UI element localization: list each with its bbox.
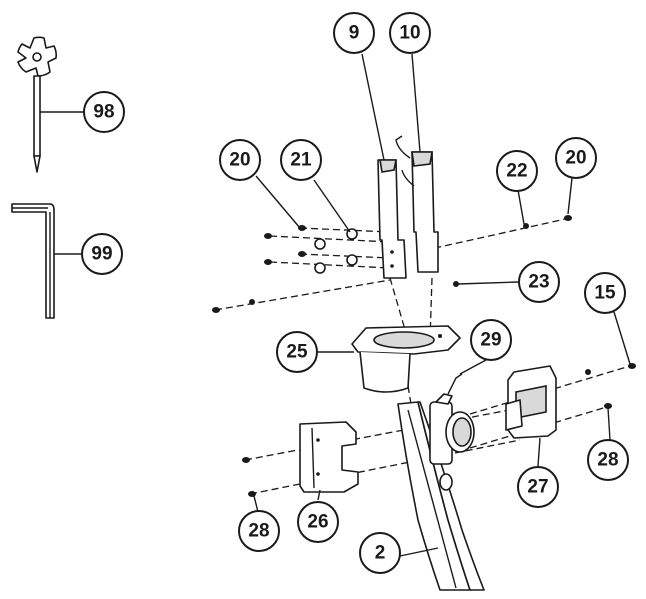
callout-28-left: 28 [238,510,280,552]
callout-20-right: 20 [555,137,597,179]
cup-bracket-25 [351,325,461,393]
svg-text:22: 22 [506,161,527,182]
svg-text:98: 98 [93,102,114,123]
upright-tube-9 [377,159,407,279]
svg-text:29: 29 [480,330,501,351]
svg-text:23: 23 [528,272,549,293]
callout-99: 99 [81,233,123,275]
svg-text:2: 2 [375,543,386,564]
callout-2: 2 [359,532,401,574]
tension-knob-29 [429,373,475,491]
svg-text:25: 25 [286,342,308,363]
hex-key-tool [11,203,55,319]
callout-25: 25 [276,331,318,373]
callout-98: 98 [83,91,125,133]
callout-27: 27 [517,466,559,508]
callout-10: 10 [389,12,431,54]
bracket-26 [299,421,359,493]
callout-21: 21 [280,139,322,181]
upright-tube-10 [395,135,439,273]
svg-text:20: 20 [229,150,250,171]
svg-text:28: 28 [597,450,618,471]
svg-text:21: 21 [290,150,312,171]
wrench-tool [17,36,58,173]
svg-text:26: 26 [307,512,328,533]
svg-text:9: 9 [349,23,360,44]
svg-text:20: 20 [565,148,586,169]
callout-26: 26 [297,501,339,543]
svg-text:27: 27 [527,477,548,498]
callout-20-left: 20 [219,139,261,181]
svg-text:28: 28 [248,521,269,542]
callout-28-right: 28 [587,439,629,481]
bracket-27 [505,365,557,439]
callout-29: 29 [470,319,512,361]
svg-text:99: 99 [91,244,112,265]
callout-23: 23 [518,261,560,303]
callout-9: 9 [333,12,375,54]
callout-15: 15 [584,272,626,314]
leader-lines [40,53,631,557]
svg-text:10: 10 [399,23,420,44]
svg-text:15: 15 [594,283,616,304]
callout-22: 22 [496,150,538,192]
